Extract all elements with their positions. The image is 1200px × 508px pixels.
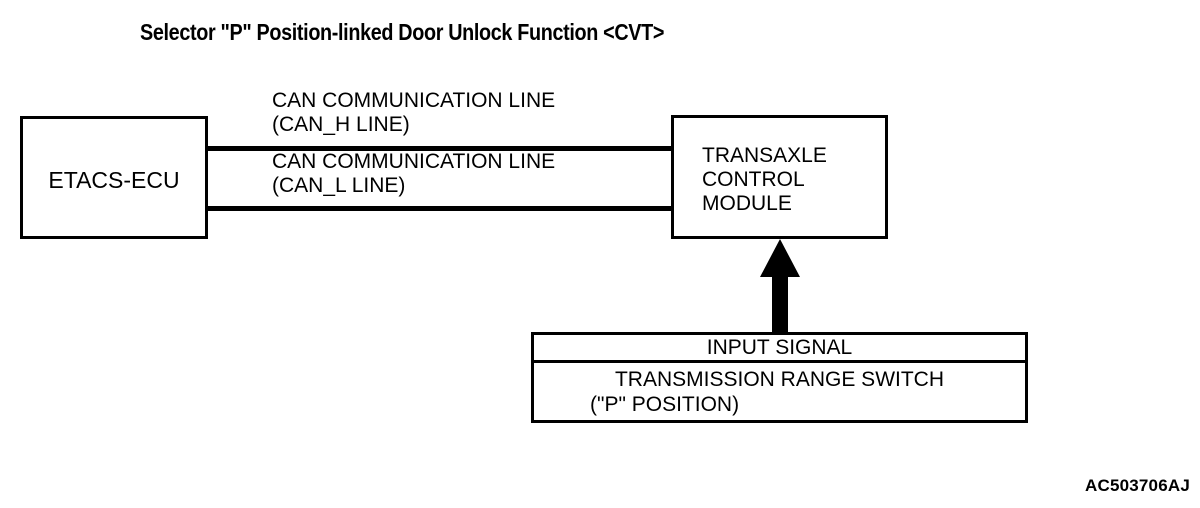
- transmission-range-switch-label: TRANSMISSION RANGE SWITCH: [614, 368, 945, 391]
- can-h-line-label-line1: CAN COMMUNICATION LINE: [272, 89, 556, 112]
- page-title: Selector "P" Position-linked Door Unlock…: [140, 19, 665, 45]
- input-signal-arrow-icon: [759, 239, 801, 334]
- node-etacs-ecu-label: ETACS-ECU: [48, 167, 180, 193]
- can-l-line-label: CAN COMMUNICATION LINE (CAN_L LINE): [272, 150, 555, 198]
- tcm-label-line1: TRANSAXLE: [702, 144, 827, 167]
- tcm-label-line3: MODULE: [702, 192, 792, 215]
- node-transaxle-control-module-label: TRANSAXLE CONTROL MODULE: [702, 144, 827, 216]
- can-l-line-label-line2: (CAN_L LINE): [272, 174, 406, 197]
- input-signal-header: INPUT SIGNAL: [534, 335, 1025, 363]
- can-l-line-label-line1: CAN COMMUNICATION LINE: [272, 150, 556, 173]
- transmission-range-switch-position: ("P" POSITION): [590, 393, 740, 416]
- can-l-line-connector: [205, 206, 674, 211]
- node-etacs-ecu: ETACS-ECU: [20, 116, 208, 239]
- input-signal-body: TRANSMISSION RANGE SWITCH ("P" POSITION): [534, 363, 1025, 417]
- can-h-line-connector: [205, 146, 674, 151]
- node-input-signal: INPUT SIGNAL TRANSMISSION RANGE SWITCH (…: [531, 332, 1028, 423]
- can-h-line-label: CAN COMMUNICATION LINE (CAN_H LINE): [272, 89, 555, 137]
- node-transaxle-control-module: TRANSAXLE CONTROL MODULE: [671, 115, 888, 239]
- can-h-line-label-line2: (CAN_H LINE): [272, 113, 410, 136]
- tcm-label-line2: CONTROL: [702, 168, 805, 191]
- figure-reference-code: AC503706AJ: [1084, 476, 1190, 495]
